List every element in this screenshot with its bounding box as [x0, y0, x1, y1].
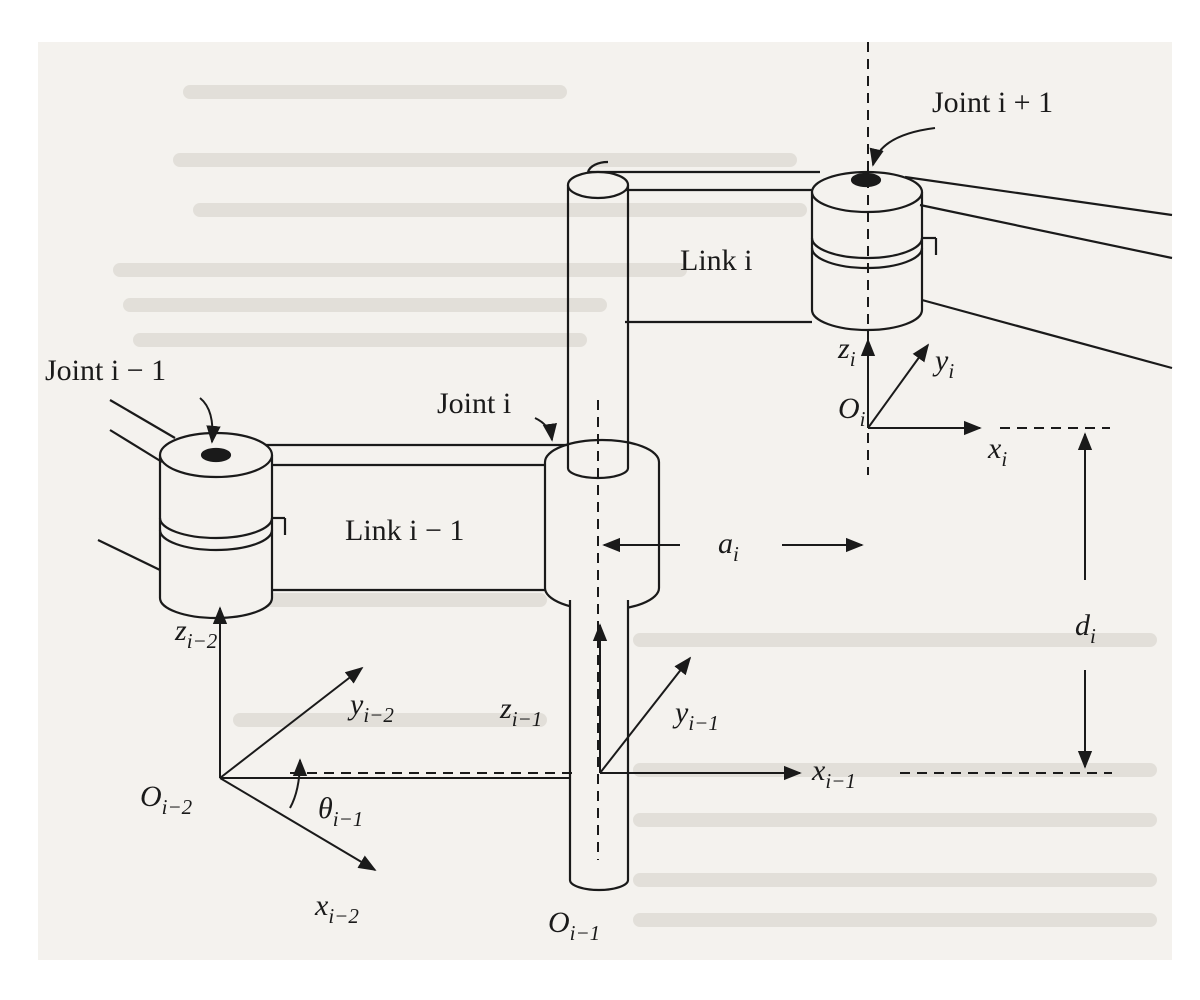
label-x-im2: xi−2 [314, 889, 359, 928]
joint-prev-cylinder [158, 431, 287, 620]
axis-x-im2 [219, 777, 377, 871]
joint-curr-cylinder [543, 438, 661, 612]
joint-next-hole [850, 172, 882, 188]
link-prev-label: Link i − 1 [345, 514, 464, 547]
joint-curr-label: Joint i [437, 387, 511, 420]
label-o-im2: Oi−2 [140, 780, 193, 819]
joint-next-cylinder [810, 170, 938, 332]
joint-curr-column [566, 170, 630, 440]
link-prev-stub [97, 399, 176, 571]
axis-y-im2 [219, 666, 364, 779]
link-curr-body [586, 160, 820, 324]
label-theta-im1: θi−1 [318, 792, 363, 831]
joint-next-label: Joint i + 1 [932, 86, 1053, 119]
link-prev-body [250, 443, 568, 592]
label-x-i: xi [987, 432, 1007, 471]
link-next-stub [904, 175, 1173, 370]
leader-joint-prev [199, 397, 221, 444]
theta-arc [289, 758, 308, 809]
label-o-im1: Oi−1 [548, 906, 600, 945]
leader-joint-curr [534, 417, 557, 442]
label-y-im1: yi−1 [672, 696, 719, 735]
label-a-i: ai [718, 527, 739, 566]
label-d-i: di [1075, 609, 1096, 648]
ghost-text-layer [1143, 186, 1150, 217]
link-curr-label: Link i [680, 244, 753, 277]
label-o-i: Oi [838, 392, 866, 431]
label-z-im2: zi−2 [174, 614, 218, 653]
label-z-im1: zi−1 [499, 692, 542, 731]
leader-joint-next [869, 127, 936, 167]
label-x-im1: xi−1 [811, 754, 856, 793]
joint-prev-hole [200, 447, 232, 463]
label-y-im2: yi−2 [347, 688, 394, 727]
label-y-i: yi [932, 344, 954, 383]
axis-y-im1 [599, 656, 692, 774]
axis-y-i [867, 343, 930, 429]
label-z-i: zi [837, 332, 856, 371]
joint-prev-label: Joint i − 1 [45, 354, 166, 387]
bleed-through-text [113, 85, 1157, 927]
